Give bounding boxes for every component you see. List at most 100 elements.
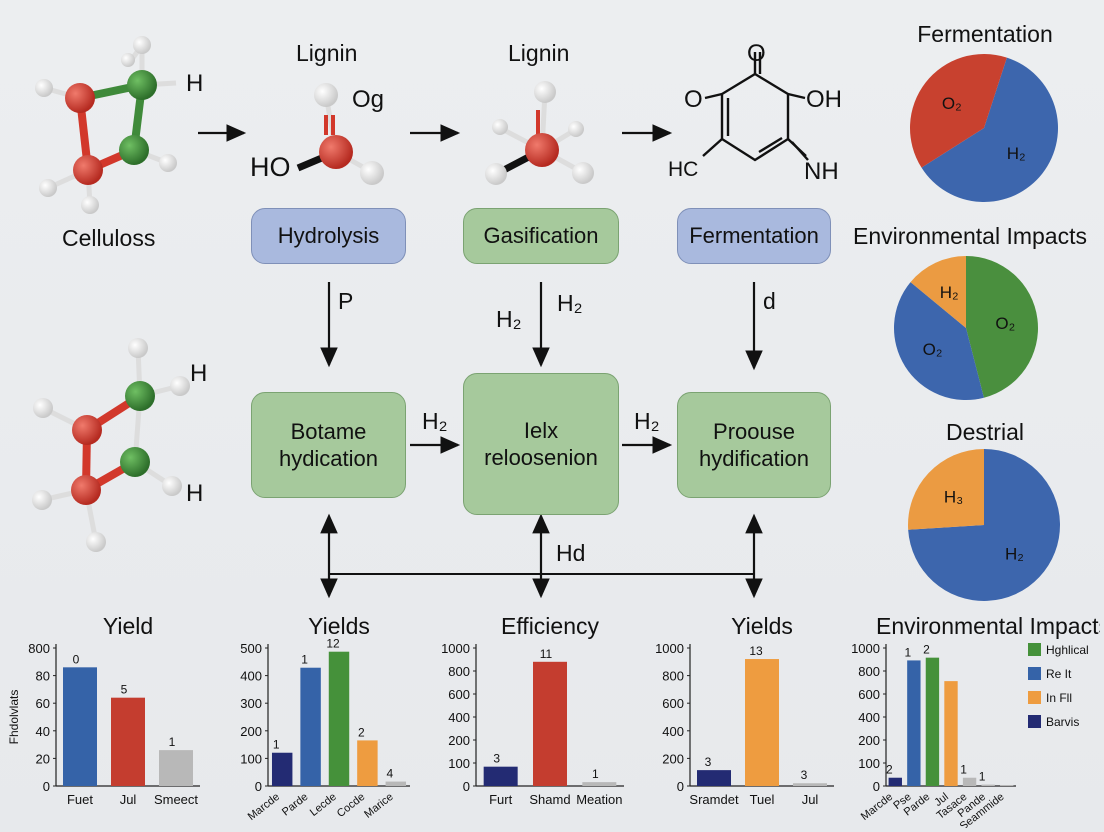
bar-data-label: 3 [705,755,712,769]
arrow-label-h2-right: H₂ [557,290,583,316]
process-proouse-hydification: Proouse hydification [677,392,831,498]
bar-data-label: 2 [886,763,893,777]
y-tick-label: 800 [448,664,470,679]
pie-slice-1 [908,449,984,530]
bar [63,667,97,786]
bar-data-label: 1 [592,767,599,781]
label-h-lower-2: H [186,480,204,507]
y-tick-label: 400 [858,710,880,725]
arrow-label-h2-a: H₂ [422,408,448,434]
arrow-label-h2-b: H₂ [634,408,660,434]
bar-data-label: 0 [73,652,80,666]
process-fermentation-label: Fermentation [689,223,819,249]
y-tick-label: 0 [43,779,50,794]
pie-title: Destrial [946,419,1024,445]
y-tick-label: 800 [858,664,880,679]
x-tick-label: Meation [576,792,622,807]
bar-data-label: 3 [801,768,808,782]
bar-data-label: 13 [749,644,763,658]
x-tick-label: Tuel [750,792,775,807]
pie-slice-label-2: H₂ [940,283,959,302]
arrow-label-hd: Hd [556,540,586,566]
bar-chart-yields-2: Yields020040060080010003Sramdet13Tuel3Ju… [655,613,834,807]
pie-slice-label-1: O₂ [923,340,943,359]
pie-slice-1 [894,282,984,400]
label-lignin-1: Lignin [296,40,358,66]
bar [697,770,731,786]
x-tick-label: Jul [120,792,137,807]
process-botame-line2: hydication [278,446,379,471]
legend-swatch [1028,691,1041,704]
molecule-lignin-1 [296,83,384,185]
legend-label: Hghlical [1046,643,1089,657]
bar-chart-yield: Yield020406080800Fhdolvlats0Fuet5Jul1Sme… [7,613,200,807]
y-tick-label: 1000 [441,641,470,656]
y-tick-label: 20 [36,751,50,766]
y-tick-label: 1000 [655,641,684,656]
pie-slice-label-1: O₂ [942,94,962,113]
bar [357,740,378,786]
label-h-lower-1: H [190,360,208,387]
bar [962,777,977,786]
bar-data-label: 2 [923,643,930,657]
bar-title: Yield [103,613,153,639]
label-og: Og [352,86,385,113]
bar-data-label: 1 [301,653,308,667]
legend-label: Re It [1046,667,1072,681]
bar [483,766,518,786]
bar-chart-efficiency: Efficiency010020040060080010003Furt11Sha… [441,613,624,807]
y-tick-label: 400 [662,724,684,739]
bar-data-label: 1 [905,645,912,659]
y-tick-label: 0 [677,779,684,794]
bar-data-label: 1 [960,763,967,777]
x-tick-label: Marcde [859,791,895,823]
arrow-label-p: P [338,288,354,314]
bar-data-label: 12 [326,637,340,651]
y-tick-label: 300 [240,696,262,711]
bar [981,784,995,786]
pie-slice-1 [910,53,1007,168]
y-tick-label: 600 [662,696,684,711]
process-gasification-label: Gasification [483,223,599,249]
bar-data-label: 5 [121,683,128,697]
x-tick-label: Fuet [67,792,93,807]
bar-data-label: 2 [358,725,365,739]
label-ho: HO [250,152,291,182]
x-tick-label: Marcde [246,791,282,822]
x-tick-label: Furt [489,792,513,807]
bar-title: Efficiency [501,613,600,639]
y-tick-label: 100 [858,756,880,771]
y-tick-label: 80 [36,669,50,684]
label-lignin-2: Lignin [508,40,570,66]
x-tick-label: Lecde [308,791,339,819]
x-tick-label: Jul [802,792,819,807]
process-botame-line1: Botame [290,418,367,444]
label-o-top: O [747,40,766,67]
bar-data-label: 1 [979,770,986,784]
bar [159,750,193,786]
pie-slice-label-0: O₂ [995,314,1015,333]
process-ielx-reloosenion: Ielx reloosenion [463,373,619,515]
bar-title: Yields [731,613,793,639]
y-tick-label: 0 [463,779,470,794]
y-tick-label: 1000 [851,641,880,656]
pie-slice-0 [921,57,1058,203]
bar [925,657,940,786]
label-o-left: O [684,86,703,113]
y-tick-label: 600 [448,687,470,702]
bar-title: Environmental Impacts [876,613,1100,639]
label-cellulose: Celluloss [62,225,156,251]
x-tick-label: Marice [362,791,395,821]
label-nh: NH [804,158,839,185]
x-tick-label: Parde [280,791,311,819]
bar-chart-environmental-impacts: Environmental Impacts0100200400600800100… [851,613,1100,828]
x-tick-label: Sramdet [689,792,739,807]
bar [300,667,321,786]
arrow-label-h2-left: H₂ [496,306,522,332]
pie-title: Fermentation [917,21,1053,47]
process-proouse-line2: hydification [698,446,810,471]
y-tick-label: 200 [662,751,684,766]
process-hydrolysis-label: Hydrolysis [277,223,380,249]
